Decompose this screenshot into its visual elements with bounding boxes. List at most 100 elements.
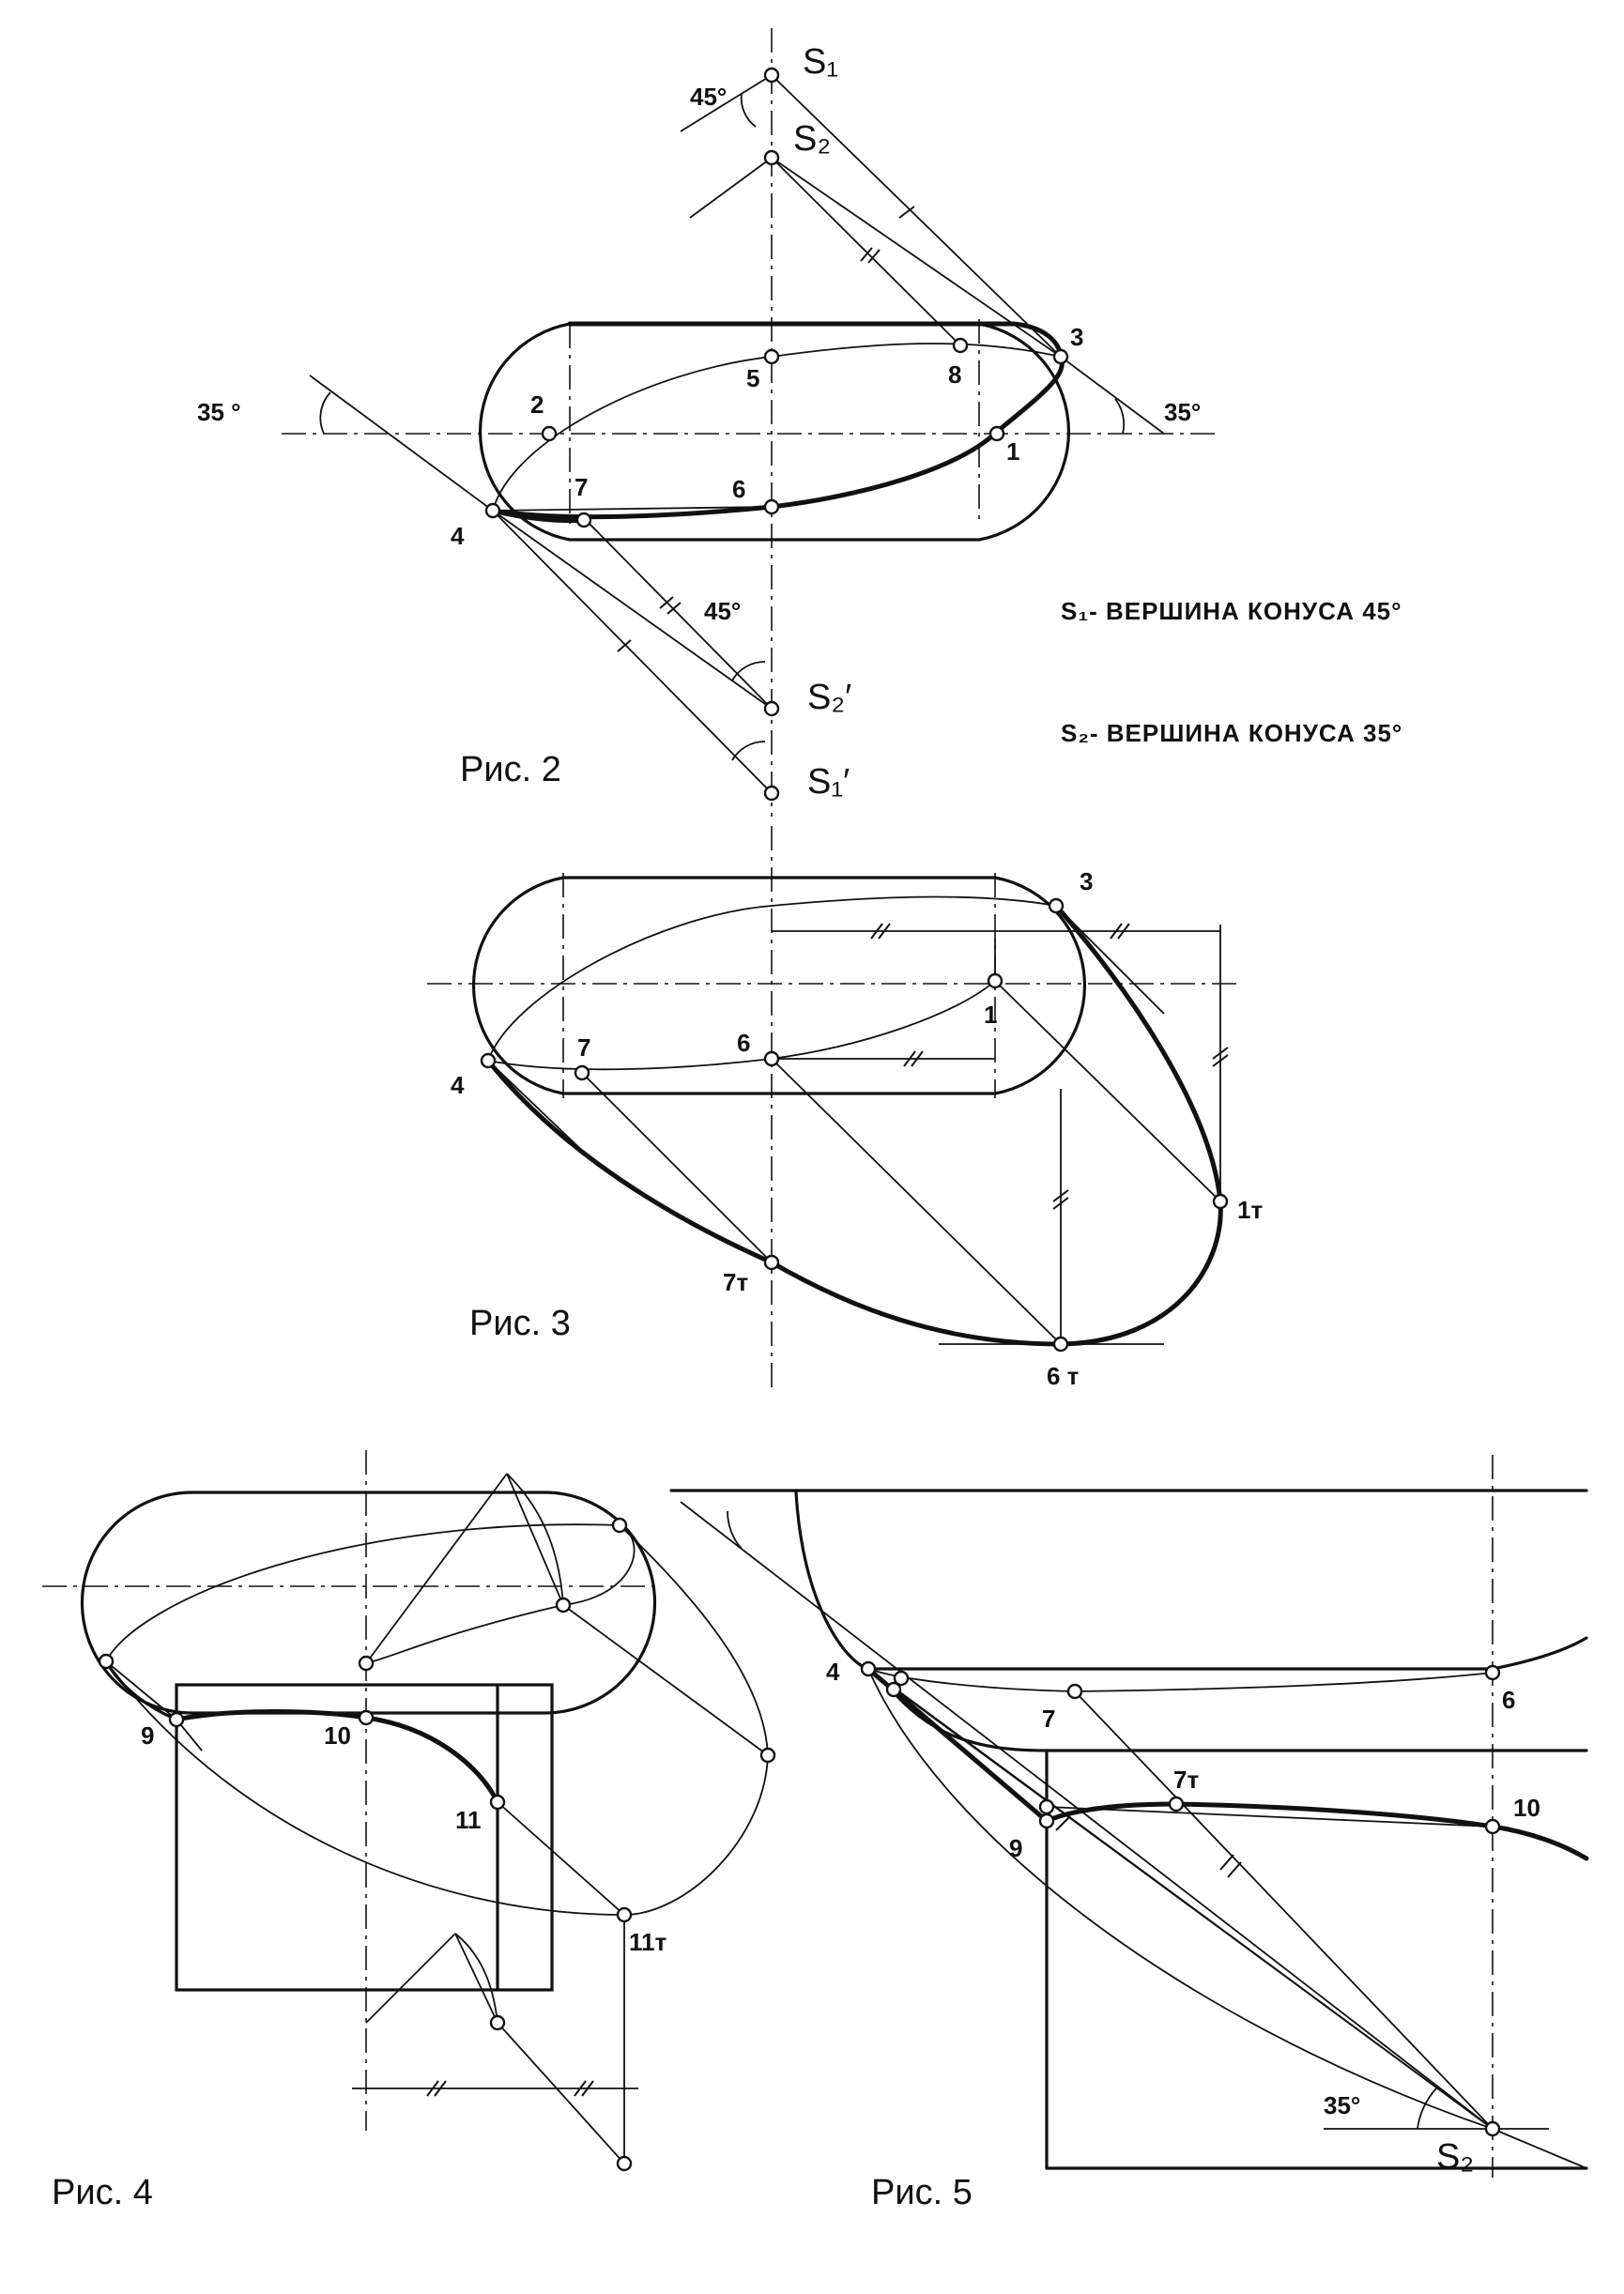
fig3-tick-5 bbox=[903, 1050, 916, 1067]
figure-2: S₁ S₂ S₂′ S₁′ 45° 45° 35 ° 35° 1 2 3 4 5… bbox=[197, 28, 1216, 817]
fig4-point-10 bbox=[358, 1709, 375, 1726]
figure-3: 3 1 4 7 6 1т 7т 6 т Рис. 3 bbox=[427, 826, 1263, 1390]
fig2-label-s2: S₂ bbox=[793, 119, 831, 159]
fig4-tick-4 bbox=[581, 2080, 594, 2097]
fig3-tick-8 bbox=[1212, 1054, 1229, 1067]
fig2-point-s1-prime bbox=[763, 785, 780, 802]
fig4-diag-4 bbox=[454, 1933, 498, 2024]
fig2-arc-45-top bbox=[740, 93, 757, 128]
fig3-label-7: 7 bbox=[577, 1033, 590, 1062]
fig2-section-curve-thick bbox=[490, 354, 1065, 520]
fig4-point-right bbox=[759, 1747, 776, 1764]
fig4-line-down bbox=[497, 2022, 625, 2164]
fig4-point-bottom bbox=[616, 2155, 633, 2172]
fig2-tick-2 bbox=[860, 247, 873, 262]
fig2-tangent-35-left bbox=[309, 375, 494, 512]
fig4-label-11t: 11т bbox=[629, 1928, 666, 1956]
fig4-point-axis bbox=[358, 1655, 375, 1672]
fig3-tick-7 bbox=[1212, 1047, 1229, 1060]
fig2-tick-6 bbox=[617, 639, 632, 652]
fig2-label-point-3: 3 bbox=[1070, 323, 1083, 351]
fig2-label-point-6: 6 bbox=[732, 475, 745, 503]
fig4-body-rect bbox=[175, 1683, 554, 1992]
fig2-arc-35-right bbox=[1114, 398, 1126, 435]
figure-5: 4 7 6 7т 9 10 35° S₂ Рис. 5 bbox=[669, 1455, 1589, 2212]
fig2-slot-outline bbox=[478, 322, 1071, 542]
fig4-point-9 bbox=[168, 1711, 185, 1728]
fig5-label-6: 6 bbox=[1502, 1686, 1515, 1714]
fig4-point-top bbox=[611, 1517, 628, 1534]
fig2-cone35-left bbox=[689, 157, 773, 219]
fig5-label-10: 10 bbox=[1513, 1794, 1540, 1822]
fig3-line-7-7t bbox=[581, 1072, 773, 1263]
fig5-ellipse-upper bbox=[867, 1668, 1494, 1692]
fig3-section-ellipse bbox=[487, 895, 1057, 1062]
fig3-point-3 bbox=[1048, 897, 1065, 914]
fig5-arc-35 bbox=[1417, 2088, 1437, 2130]
fig2-label-point-5: 5 bbox=[746, 364, 759, 392]
fig5-point-4 bbox=[860, 1660, 877, 1677]
fig4-outer-curve bbox=[105, 1524, 769, 1916]
fig3-point-1t bbox=[1212, 1193, 1229, 1210]
fig5-tick-2 bbox=[1227, 1861, 1242, 1878]
fig5-edge-right-1 bbox=[1491, 1636, 1588, 1671]
fig4-point-center bbox=[555, 1597, 572, 1613]
fig3-label-7t: 7т bbox=[723, 1268, 748, 1296]
fig2-arc-35-left bbox=[319, 391, 331, 435]
fig3-tick-2 bbox=[878, 923, 891, 940]
fig5-point-9a bbox=[1038, 1798, 1055, 1815]
fig2-label-point-8: 8 bbox=[948, 360, 961, 389]
fig3-tick-4 bbox=[1117, 923, 1130, 940]
fig3-tick-1 bbox=[870, 923, 883, 940]
fig2-line-s2-8 bbox=[771, 157, 961, 346]
fig2-label-point-7: 7 bbox=[575, 473, 588, 501]
fig2-tick-1 bbox=[898, 206, 915, 219]
fig2-line-4-s2p bbox=[492, 510, 773, 710]
fig3-point-7t bbox=[763, 1254, 780, 1271]
fig4-lower-curve bbox=[104, 1659, 178, 1721]
fig5-tick-9 bbox=[1055, 1815, 1071, 1831]
fig2-label-angle-45-top: 45° bbox=[690, 83, 727, 111]
fig3-tangent-3 bbox=[1055, 905, 1165, 1015]
fig2-line-4-s1p bbox=[492, 510, 773, 794]
fig4-tangent-9 bbox=[105, 1660, 177, 1720]
fig2-tick-4 bbox=[659, 596, 674, 609]
fig4-diag-3 bbox=[365, 1933, 456, 2024]
fig3-label-3: 3 bbox=[1080, 867, 1093, 895]
fig5-label-7: 7 bbox=[1042, 1705, 1055, 1733]
fig2-point-s2-prime bbox=[763, 700, 780, 717]
fig5-point-7 bbox=[1066, 1683, 1083, 1700]
fig3-line-1-1t bbox=[994, 980, 1221, 1202]
figure-4: 9 10 11 11т Рис. 4 bbox=[42, 1450, 776, 2212]
fig4-caption: Рис. 4 bbox=[52, 2173, 153, 2212]
fig5-point-s2 bbox=[1484, 2120, 1501, 2137]
fig2-tick-3 bbox=[867, 249, 881, 264]
fig5-line-7-s2 bbox=[1074, 1690, 1494, 2130]
fig4-point-11t bbox=[616, 1906, 633, 1923]
fig2-point-5 bbox=[763, 348, 780, 365]
fig4-diag-2 bbox=[506, 1473, 564, 1606]
fig2-label-point-1: 1 bbox=[1006, 437, 1019, 466]
fig3-label-1: 1 bbox=[984, 1001, 997, 1029]
fig5-line-9-10 bbox=[1046, 1806, 1494, 1828]
fig5-point-4a bbox=[893, 1670, 910, 1687]
fig2-point-8 bbox=[952, 337, 969, 354]
fig2-point-7 bbox=[575, 512, 592, 528]
fig2-label-s1: S₁ bbox=[803, 42, 838, 82]
fig4-arc-top bbox=[506, 1473, 564, 1606]
fig4-tick-1 bbox=[426, 2080, 439, 2097]
fig2-label-angle-45-bottom: 45° bbox=[704, 597, 741, 625]
fig4-line-11-11t bbox=[497, 1801, 625, 1916]
fig2-arc-bottom-2 bbox=[731, 741, 766, 761]
fig5-label-4: 4 bbox=[826, 1658, 840, 1686]
fig3-tangent-4 bbox=[487, 1060, 597, 1165]
fig2-point-3 bbox=[1052, 348, 1069, 365]
fig4-arc-bottom bbox=[454, 1933, 498, 2024]
fig3-line-6-6t bbox=[771, 1058, 1062, 1345]
fig3-tick-6 bbox=[911, 1050, 924, 1067]
fig2-label-s1-prime: S₁′ bbox=[807, 762, 850, 802]
fig3-point-7 bbox=[574, 1064, 590, 1081]
fig3-label-6t: 6 т bbox=[1047, 1362, 1080, 1390]
fig2-line-s1-3 bbox=[771, 74, 1062, 358]
